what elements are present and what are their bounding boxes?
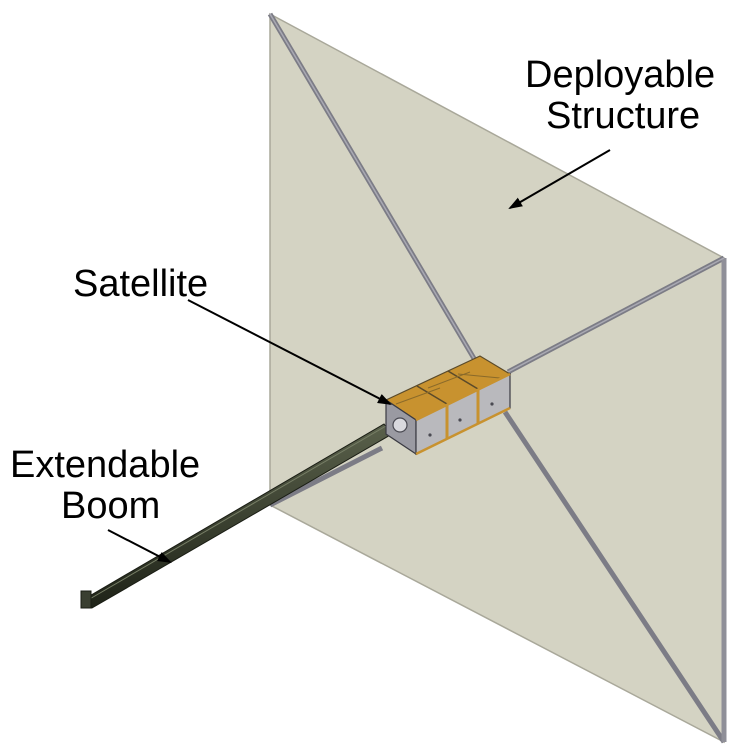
label-deployable-line2: Structure <box>546 95 700 137</box>
label-boom-line2: Boom <box>61 485 160 527</box>
satellite-arrow <box>187 299 392 405</box>
strut-bottom-right <box>502 410 727 744</box>
cubesat-icon <box>384 355 512 456</box>
extendable-boom-arrow <box>107 529 172 563</box>
boom-tip <box>80 590 92 609</box>
sail-struts <box>267 12 727 744</box>
deployable-structure-arrow <box>508 149 611 210</box>
strut-bottom-left <box>268 445 384 508</box>
label-deployable-line1: Deployable <box>525 54 715 96</box>
label-boom-line1: Extendable <box>10 444 200 486</box>
label-satellite: Satellite <box>73 263 208 305</box>
